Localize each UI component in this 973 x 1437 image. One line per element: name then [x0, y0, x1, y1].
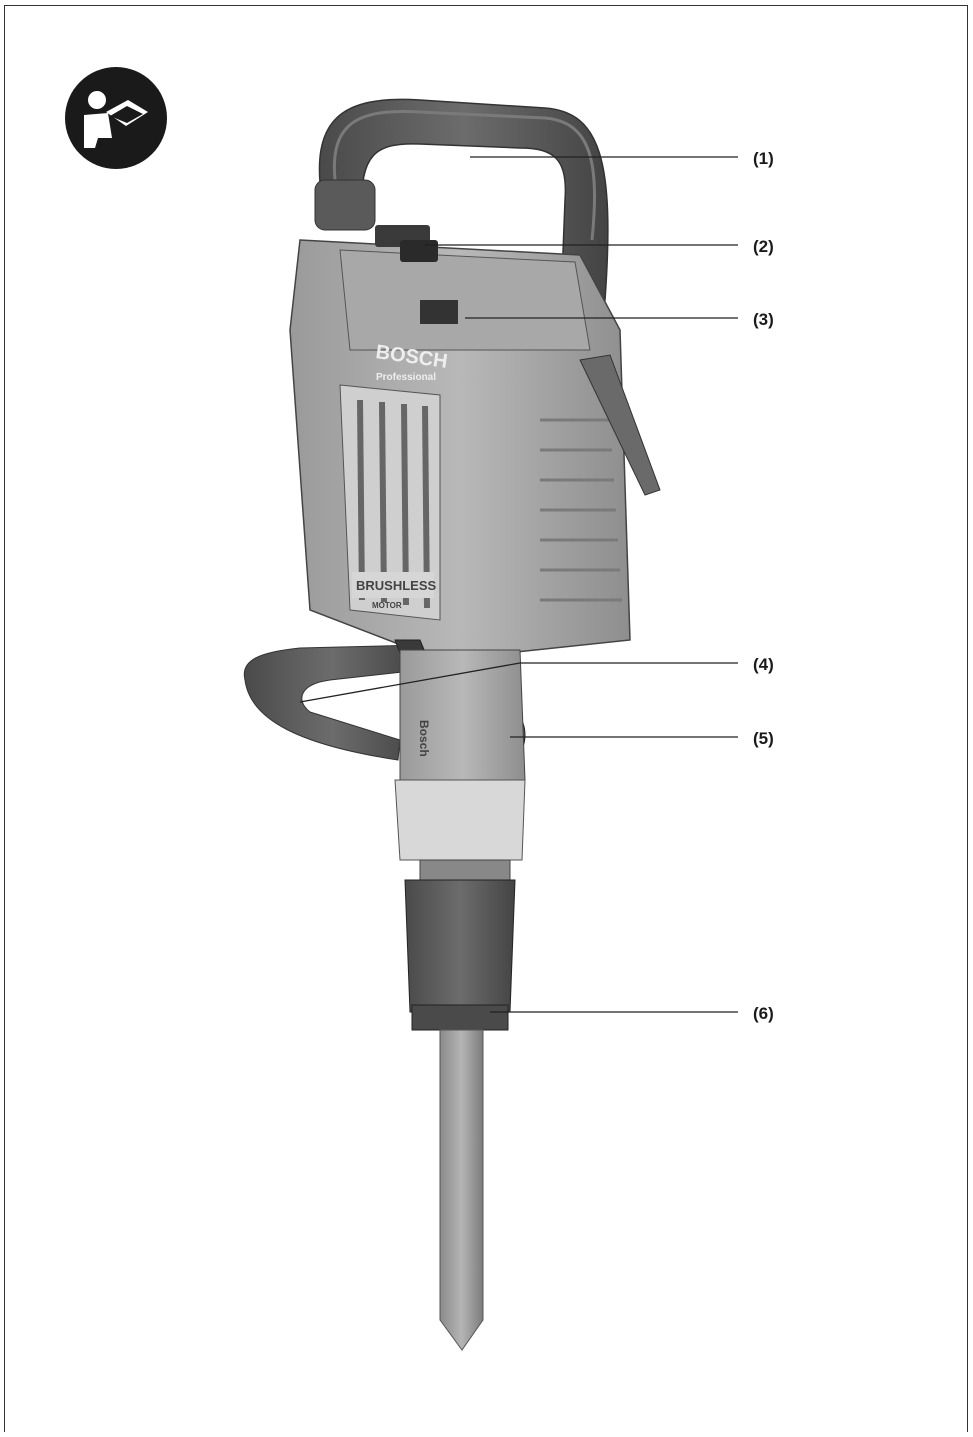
motor-housing: BOSCH Professional BRUSHLESS MOTOR [289, 225, 661, 661]
professional-label: Professional [376, 372, 436, 383]
side-brand-label: Bosch [417, 720, 431, 757]
hammer-barrel: Bosch [394, 649, 526, 881]
motor-label: MOTOR [372, 601, 402, 610]
callout-3: (3) [753, 310, 774, 329]
tool-holder [404, 879, 516, 1031]
callout-1: (1) [753, 149, 774, 168]
callout-2: (2) [753, 237, 774, 256]
callout-4: (4) [753, 655, 774, 674]
read-manual-icon [65, 67, 167, 169]
page-frame [4, 5, 968, 1432]
brushless-label: BRUSHLESS [356, 578, 437, 593]
callout-5: (5) [753, 729, 774, 748]
leader-lines [299, 156, 738, 1013]
chisel [439, 1029, 484, 1351]
callout-6: (6) [753, 1004, 774, 1023]
